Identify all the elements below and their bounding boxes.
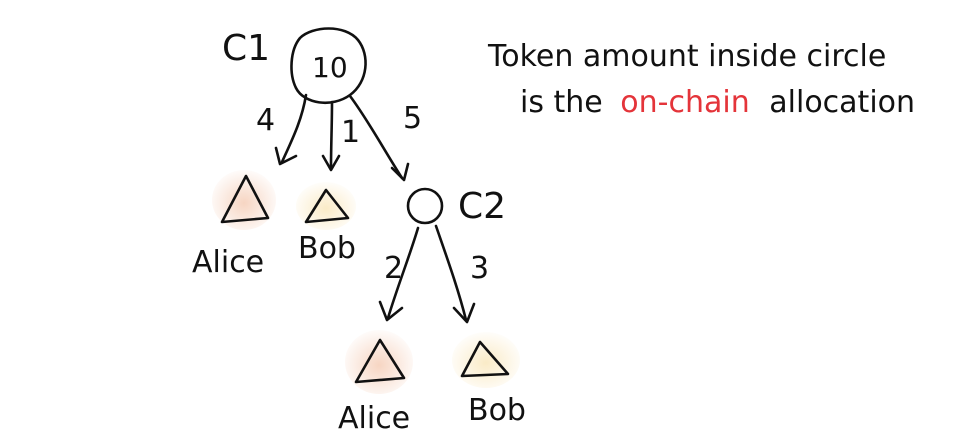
edge-c1-bob: 1 (321, 100, 360, 172)
leaf-top-alice-triangle (220, 174, 270, 224)
leaf-top-bob: Bob (296, 182, 356, 266)
node-c2-label: C2 (458, 186, 506, 227)
leaf-top-alice-glow (212, 170, 276, 230)
edge-c1-alice-label: 4 (256, 103, 275, 138)
node-c1: C1 10 (222, 27, 367, 104)
edge-c1-c2-line (348, 94, 404, 180)
leaf-bottom-bob-label: Bob (468, 393, 526, 428)
edge-c1-c2-label: 5 (403, 101, 422, 136)
edge-c1-alice-line (280, 93, 308, 164)
leaf-bottom-bob-glow (452, 332, 520, 388)
leaf-bottom-alice-triangle (354, 338, 406, 384)
leaf-top-alice-label: Alice (192, 245, 264, 280)
leaf-top-bob-label: Bob (298, 231, 356, 266)
edge-c2-bob: 3 (434, 224, 489, 324)
edge-c1-bob-label: 1 (341, 115, 360, 150)
edge-c2-alice: 2 (378, 226, 420, 322)
leaf-top-bob-triangle (304, 188, 350, 224)
node-c1-label: C1 (222, 28, 270, 69)
edge-c1-alice-arrowhead (274, 146, 298, 166)
edge-c1-c2-arrowhead (390, 162, 410, 182)
node-c2-circle (406, 187, 444, 225)
leaf-bottom-alice: Alice (338, 330, 413, 436)
leaf-top-alice: Alice (192, 170, 276, 280)
leaf-bottom-alice-label: Alice (338, 401, 410, 436)
edge-c2-bob-label: 3 (470, 251, 489, 286)
annotation-note: Token amount inside circle is the on-cha… (487, 39, 915, 120)
edge-c2-alice-line (386, 226, 420, 320)
leaf-bottom-bob: Bob (452, 332, 526, 428)
edge-c2-bob-arrowhead (452, 302, 476, 324)
node-c2: C2 (406, 186, 506, 227)
note-line-2: is the on-chain allocation (520, 85, 915, 120)
edge-c1-bob-arrowhead (321, 154, 341, 172)
note-line-1: Token amount inside circle (487, 39, 886, 74)
leaf-bottom-bob-triangle (460, 340, 510, 378)
edge-c1-bob-line (329, 100, 334, 170)
note-line-2-before: is the (520, 85, 603, 120)
edge-c1-alice: 4 (256, 93, 308, 166)
node-c1-amount: 10 (312, 51, 348, 84)
edge-c1-c2: 5 (348, 94, 422, 182)
edge-c2-alice-arrowhead (378, 300, 404, 322)
note-line-2-highlight: on-chain (620, 85, 749, 120)
edge-c2-alice-label: 2 (384, 251, 403, 286)
edge-c2-bob-line (434, 224, 468, 322)
note-line-2-after: allocation (769, 85, 915, 120)
